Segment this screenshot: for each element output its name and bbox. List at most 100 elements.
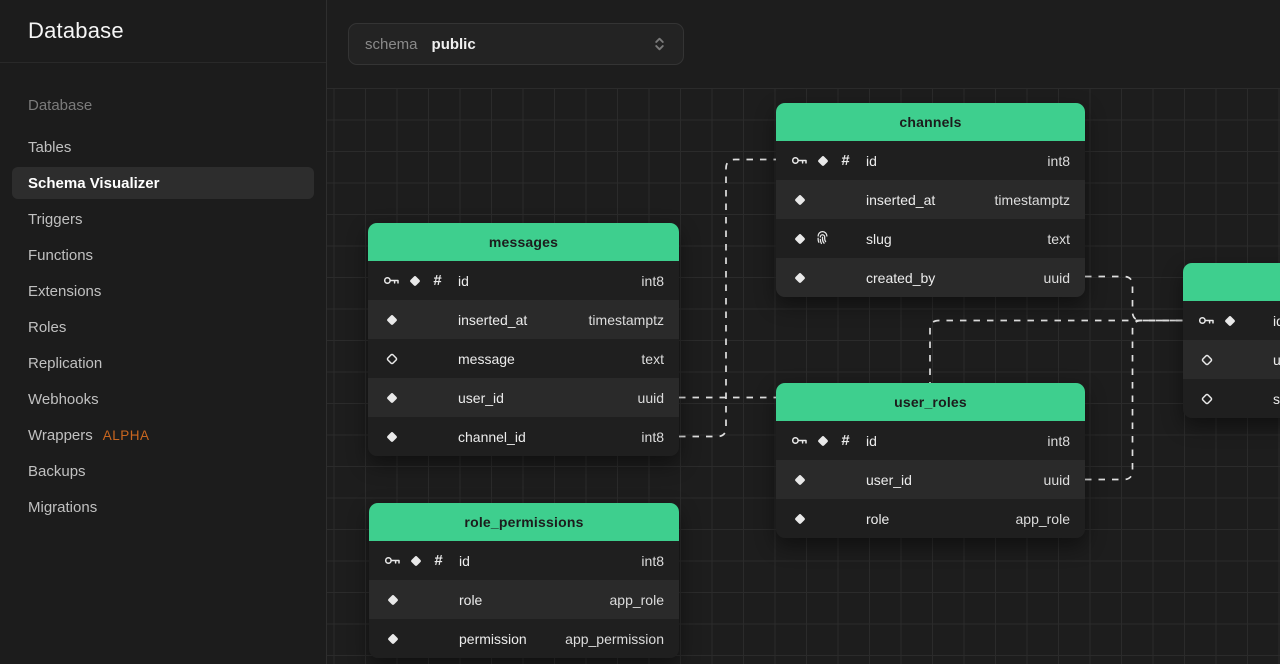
icon-slot <box>406 428 423 445</box>
diamond-filled-icon <box>407 552 424 569</box>
icon-slot <box>1244 312 1261 329</box>
column-type: uuid <box>1043 471 1070 488</box>
table-name: role_permissions <box>464 514 584 530</box>
sidebar-item-schema-visualizer[interactable]: Schema Visualizer <box>12 167 314 199</box>
table-node-user_roles[interactable]: user_roles # id int8 user_id uuid role app_role <box>776 383 1085 538</box>
diamond-filled-icon <box>383 428 400 445</box>
sidebar-item-migrations[interactable]: Migrations <box>12 491 314 523</box>
column-name: user_id <box>866 471 912 488</box>
icon-slot <box>814 191 831 208</box>
table-node-header[interactable]: messages <box>368 223 679 261</box>
sidebar-item-label: Replication <box>28 354 103 372</box>
icon-slot <box>407 630 424 647</box>
key-icon <box>383 272 400 289</box>
sidebar-item-label: Triggers <box>28 210 83 228</box>
icon-slot <box>814 510 831 527</box>
column-name: sta <box>1273 390 1280 407</box>
column-type: app_role <box>1015 510 1071 527</box>
sidebar-item-triggers[interactable]: Triggers <box>12 203 314 235</box>
schema-select-label: schema <box>365 35 418 53</box>
column-type: int8 <box>1047 432 1070 449</box>
sidebar-item-backups[interactable]: Backups <box>12 455 314 487</box>
column-type: int8 <box>641 552 664 569</box>
column-type: timestamptz <box>994 191 1070 208</box>
icon-slot <box>430 591 447 608</box>
table-name: user_roles <box>894 394 967 410</box>
icon-slot <box>429 428 446 445</box>
diamond-filled-icon <box>791 230 808 247</box>
sidebar-item-replication[interactable]: Replication <box>12 347 314 379</box>
column-row: sta <box>1183 379 1280 418</box>
schema-select-value: public <box>431 35 476 53</box>
icon-slot <box>837 510 854 527</box>
column-name: id <box>866 432 877 449</box>
column-type: int8 <box>641 272 664 289</box>
hash-icon: # <box>434 552 443 569</box>
column-name: id <box>459 552 470 569</box>
table-name: messages <box>488 234 559 250</box>
icon-slot <box>407 591 424 608</box>
icon-slot <box>837 230 854 247</box>
sidebar-item-label: Webhooks <box>28 390 99 408</box>
icon-slot <box>814 269 831 286</box>
icon-slot <box>1221 390 1238 407</box>
diamond-filled-icon <box>791 471 808 488</box>
column-type: app_role <box>609 591 665 608</box>
hash-icon: # <box>841 432 850 449</box>
column-name: message <box>458 350 515 367</box>
column-row: inserted_at timestamptz <box>776 180 1085 219</box>
key-icon <box>384 552 401 569</box>
icon-slot <box>837 191 854 208</box>
column-name: slug <box>866 230 892 247</box>
column-row: # id int8 <box>776 141 1085 180</box>
icon-slot <box>1244 390 1261 407</box>
column-name: inserted_at <box>866 191 936 208</box>
table-node-header[interactable]: channels <box>776 103 1085 141</box>
chevron-up-down-icon <box>652 35 667 53</box>
column-name: id <box>1273 312 1280 329</box>
sidebar-item-roles[interactable]: Roles <box>12 311 314 343</box>
sidebar-header: Database <box>0 0 326 63</box>
diamond-filled-icon <box>384 630 401 647</box>
sidebar-item-tables[interactable]: Tables <box>12 131 314 163</box>
icon-slot <box>430 630 447 647</box>
schema-select[interactable]: schema public <box>348 23 684 65</box>
key-icon <box>1198 312 1215 329</box>
column-name: user_id <box>458 389 504 406</box>
column-name: id <box>866 152 877 169</box>
table-node-partial[interactable]: idusesta <box>1183 263 1280 418</box>
column-type: timestamptz <box>588 311 664 328</box>
table-node-channels[interactable]: channels # id int8 inserted_at timestamptz slu… <box>776 103 1085 297</box>
page-title: Database <box>28 18 124 43</box>
icon-slot <box>1244 351 1261 368</box>
table-node-header[interactable]: user_roles <box>776 383 1085 421</box>
sidebar-section-label: Database <box>28 97 93 114</box>
sidebar-item-functions[interactable]: Functions <box>12 239 314 271</box>
hash-icon: # <box>841 152 850 169</box>
table-node-header[interactable]: role_permissions <box>369 503 679 541</box>
icon-slot <box>429 389 446 406</box>
icon-slot <box>406 350 423 367</box>
diamond-filled-icon <box>383 311 400 328</box>
sidebar-item-webhooks[interactable]: Webhooks <box>12 383 314 415</box>
diamond-filled-icon <box>384 591 401 608</box>
table-node-header[interactable] <box>1183 263 1280 301</box>
icon-slot <box>406 389 423 406</box>
column-type: int8 <box>1047 152 1070 169</box>
sidebar-item-label: Roles <box>28 318 67 336</box>
column-name: role <box>866 510 890 527</box>
diamond-filled-icon <box>1221 312 1238 329</box>
sidebar-item-extensions[interactable]: Extensions <box>12 275 314 307</box>
diamond-filled-icon <box>814 432 831 449</box>
